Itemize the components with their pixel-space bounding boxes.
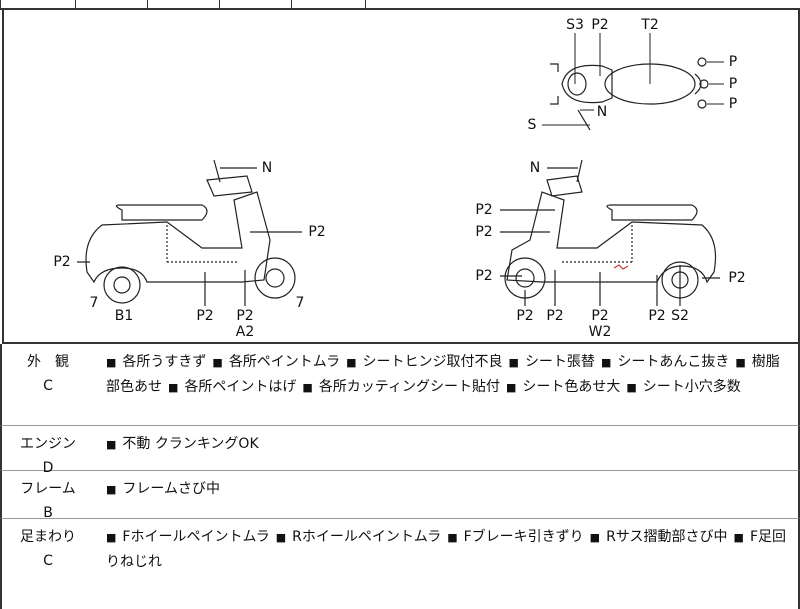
damage-label: N bbox=[596, 104, 608, 120]
condition-item: 各所カッティングシート貼付 bbox=[318, 379, 500, 395]
section-suspension: 足まわり C ■ Fホイールペイントムラ ■ Rホイールペイントムラ ■ Fブレーキ引きずり… bbox=[0, 519, 800, 609]
condition-item: Rサス摺動部さび中 bbox=[606, 529, 728, 545]
section-engine: エンジン D ■ 不動 クランキングOK bbox=[0, 426, 800, 476]
condition-item: フレームさび中 bbox=[122, 481, 220, 497]
scooter-left-view bbox=[77, 159, 302, 306]
damage-label: P bbox=[728, 96, 738, 112]
damage-label: S bbox=[527, 117, 537, 133]
section-grade: C bbox=[43, 378, 53, 394]
damage-label: 7 bbox=[295, 295, 305, 311]
bullet-icon: ■ bbox=[275, 531, 287, 544]
condition-item: シートヒンジ取付不良 bbox=[362, 354, 503, 370]
condition-item: F足回りねじれ bbox=[106, 529, 786, 570]
bullet-icon: ■ bbox=[735, 356, 746, 369]
condition-item: シート小穴多数 bbox=[642, 379, 741, 395]
damage-label: P bbox=[728, 54, 738, 70]
damage-label: P2 bbox=[728, 270, 746, 286]
damage-label: P2 bbox=[53, 254, 71, 270]
damage-label: P bbox=[728, 76, 738, 92]
damage-label: B1 bbox=[114, 308, 134, 324]
section-items: ■ Fホイールペイントムラ ■ Rホイールペイントムラ ■ Fブレーキ引きずり ■ Rサス摺動… bbox=[106, 525, 792, 574]
section-name: 足まわり bbox=[20, 529, 76, 545]
section-frame: フレーム B ■ フレームさび中 bbox=[0, 471, 800, 521]
condition-item: Fブレーキ引きずり bbox=[463, 529, 584, 545]
condition-item: Rホイールペイントムラ bbox=[292, 529, 442, 545]
damage-label: P2 bbox=[236, 308, 254, 324]
section-name: 外 観 bbox=[27, 354, 69, 370]
condition-item: シート色あせ大 bbox=[522, 379, 621, 395]
damage-label: P2 bbox=[648, 308, 666, 324]
bullet-icon: ■ bbox=[626, 381, 637, 394]
section-items: ■ フレームさび中 bbox=[106, 477, 792, 502]
scooter-right-view bbox=[500, 159, 720, 306]
bullet-icon: ■ bbox=[733, 531, 744, 544]
bullet-icon: ■ bbox=[600, 356, 612, 369]
damage-label: N bbox=[529, 160, 541, 176]
damage-label: P2 bbox=[546, 308, 564, 324]
bullet-icon: ■ bbox=[168, 381, 179, 394]
damage-label: S3 bbox=[566, 17, 584, 33]
condition-item: 各所ペイントはげ bbox=[184, 379, 297, 395]
bullet-icon: ■ bbox=[508, 356, 519, 369]
section-name: エンジン bbox=[20, 436, 76, 452]
damage-label: P2 bbox=[475, 224, 493, 240]
damage-label: P2 bbox=[308, 224, 326, 240]
bullet-icon: ■ bbox=[346, 356, 357, 369]
section-items: ■ 不動 クランキングOK bbox=[106, 432, 792, 457]
damage-label: P2 bbox=[591, 308, 609, 324]
condition-item: 不動 クランキングOK bbox=[122, 436, 259, 452]
bullet-icon: ■ bbox=[302, 381, 313, 394]
section-name: フレーム bbox=[20, 481, 76, 497]
bullet-icon: ■ bbox=[106, 531, 117, 544]
section-grade: D bbox=[42, 460, 54, 476]
damage-label: S2 bbox=[671, 308, 689, 324]
damage-label: N bbox=[261, 160, 273, 176]
condition-item: 樹脂部色あせ bbox=[106, 354, 780, 395]
condition-item: シートあんこ抜き bbox=[617, 354, 730, 370]
condition-item: シート張替 bbox=[524, 354, 595, 370]
damage-label: P2 bbox=[516, 308, 534, 324]
bullet-icon: ■ bbox=[447, 531, 458, 544]
damage-label: P2 bbox=[475, 268, 493, 284]
bullet-icon: ■ bbox=[106, 356, 117, 369]
bullet-icon: ■ bbox=[212, 356, 223, 369]
damage-label: A2 bbox=[235, 324, 255, 340]
section-items: ■各所うすきず■各所ペイントムラ■シートヒンジ取付不良■シート張替■シートあんこ… bbox=[106, 350, 792, 400]
condition-item: Fホイールペイントムラ bbox=[122, 529, 270, 545]
damage-label: P2 bbox=[591, 17, 609, 33]
damage-label: T2 bbox=[641, 17, 659, 33]
bullet-icon: ■ bbox=[106, 483, 117, 496]
damage-label: P2 bbox=[196, 308, 214, 324]
condition-item: 各所うすきず bbox=[122, 354, 207, 370]
damage-label: W2 bbox=[588, 324, 612, 340]
damage-label: P2 bbox=[475, 202, 493, 218]
section-grade: B bbox=[43, 505, 53, 521]
condition-item: 各所ペイントムラ bbox=[228, 354, 341, 370]
bullet-icon: ■ bbox=[106, 438, 117, 451]
damage-diagram: S3 P2 T2 P P P N S N P2 P2 7 B1 P2 P2 A2… bbox=[2, 10, 800, 344]
section-grade: C bbox=[43, 553, 53, 569]
damage-label: 7 bbox=[89, 295, 99, 311]
bullet-icon: ■ bbox=[505, 381, 517, 394]
scooter-top-view bbox=[542, 33, 724, 131]
header-table-row bbox=[0, 0, 800, 10]
bullet-icon: ■ bbox=[589, 531, 601, 544]
